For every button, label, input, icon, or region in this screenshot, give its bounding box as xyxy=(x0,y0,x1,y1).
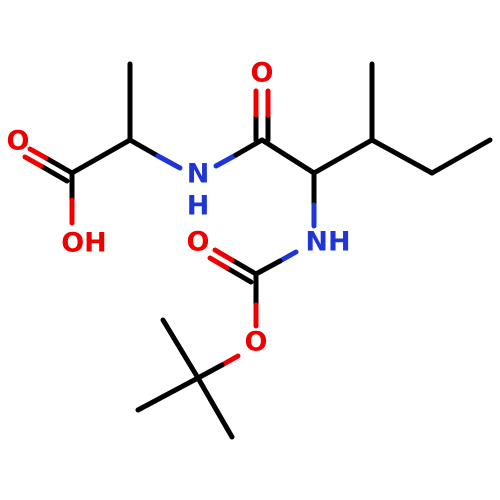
atom-amide-hydrogen: H xyxy=(187,191,210,222)
bond-cooh-double-b xyxy=(38,163,70,184)
bond-tbu-methyl-up xyxy=(160,317,201,381)
atom-ester-oxygen: O xyxy=(245,327,268,358)
bond-o-tbu xyxy=(195,362,225,381)
bond-gamma-delta xyxy=(429,137,493,176)
bond-alpha-n xyxy=(127,137,161,159)
atom-carbamate-nitrogen: NH xyxy=(305,227,350,258)
bond-alpha-carboxyl xyxy=(69,137,133,176)
bond-carbamate-co-a-o xyxy=(212,247,235,263)
atom-carbamate-carbonyl-oxygen: O xyxy=(187,227,210,258)
bond-ilealpha-beta xyxy=(311,137,375,176)
atom-amide-nitrogen: N xyxy=(187,159,210,190)
bond-cooh-double-b-o xyxy=(22,154,44,169)
bond-carbamate-co-a xyxy=(229,257,259,277)
atom-hydroxyl: OH xyxy=(61,228,107,259)
bond-alpha-n-blue xyxy=(155,153,183,171)
bond-tbu-methyl-left xyxy=(135,375,201,413)
bond-o-tbu-o xyxy=(219,353,241,368)
bond-nh-carbamate-blue xyxy=(277,249,299,264)
bond-cooh-double-a xyxy=(43,155,75,176)
bond-nh-carbamate xyxy=(253,258,283,277)
bond-carbamate-co-b-o xyxy=(207,255,230,271)
atom-amide-carbonyl-oxygen: O xyxy=(251,58,274,89)
bond-beta-gamma xyxy=(369,137,435,176)
bond-tbu-methyl-down xyxy=(195,375,235,440)
bond-carbamate-co-b xyxy=(224,265,254,285)
bond-carbonyl-ilealpha xyxy=(259,137,317,176)
bond-n-carbonyl xyxy=(233,137,265,158)
atom-acid-carbonyl-oxygen: O xyxy=(7,126,30,157)
bond-n-carbonyl-blue xyxy=(213,152,239,169)
bond-cooh-double-a-o xyxy=(27,146,49,161)
